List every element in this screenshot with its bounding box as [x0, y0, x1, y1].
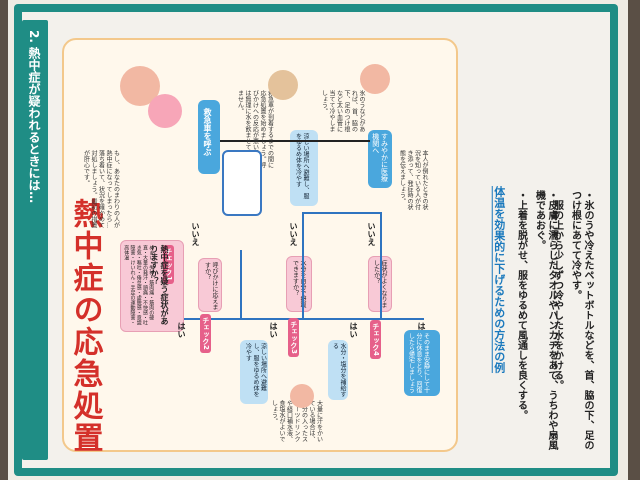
yes-label-2: はい — [269, 322, 278, 338]
no-label-2: いいえ — [289, 222, 298, 246]
method-item-3: 服の上から少しずつ冷やした水をかける。 — [551, 200, 563, 390]
call-ambulance-box: 救急車を呼ぶ — [198, 100, 220, 174]
method-item-1: ・上着を脱がせ、服をゆるめて風通しを良くする。 — [515, 190, 527, 420]
method-item-4: ・氷のうや冷えたペットボトルなどを、首、脇の下、足のつけ根にあてて冷やす。 — [569, 190, 594, 450]
method-item-2: ・皮膚に濡らしたタオルやハンカチをあて、うちわや扇風機であおぐ。 — [533, 190, 558, 450]
section-title: 2. 熱中症が疑われるときには… — [27, 30, 41, 204]
main-title: 熱中症の応急処置 — [67, 198, 103, 454]
connector-check4 — [380, 212, 382, 318]
person-illustration-3 — [360, 64, 390, 94]
check1-box: チェック1 熱中症を疑う症状がありますか？ めまい・失神・筋肉痛・筋肉の硬直・大… — [120, 240, 184, 332]
check3-box: 水分を自分で摂取できますか？ — [286, 256, 312, 312]
person-illustration-2 — [148, 94, 182, 128]
hydrate-label: 水分・塩分を補給する — [331, 343, 347, 397]
yes-label-1: はい — [177, 322, 186, 338]
call-ambulance-label: 救急車を呼ぶ — [203, 108, 212, 156]
note-drink: 大量に汗をかいている場合は、塩分の入ったスポーツドリンクや経口補水液、食塩水がよ… — [270, 400, 323, 442]
check2-question: 呼びかけに応えますか？ — [203, 262, 219, 310]
cool-down-box-2: 涼しい場所へ避難し、服をゆるめ体を冷やす — [290, 130, 318, 206]
cool-down-label-1: 涼しい場所へ避難し、服をゆるめ体を冷やす — [244, 343, 267, 397]
note-hospital: 本人が倒れたときの状況を知っている人が付き添って、発症時の状態を伝えましょう。 — [398, 150, 429, 210]
check2-badge: チェック2 — [200, 314, 211, 353]
note-top: もし、あなたのまわりの人が熱中症になってしまったら…落ち着いて、状況を確かめて対… — [82, 150, 120, 228]
rest-label: そのまま安静にして十分に休息をとり、回復したら帰宅しましょう — [407, 333, 430, 393]
hydrate-box: 水分・塩分を補給する — [328, 340, 348, 400]
check4-question: 症状がよくなりましたか？ — [372, 260, 388, 308]
check1-question: 熱中症を疑う症状がありますか？ — [150, 245, 169, 325]
check4-badge: チェック4 — [370, 320, 381, 359]
note-ambulance: 救急車が到着するまでの間に応急処置を始めましょう。呼びかけへの反応が悪い場合には… — [236, 90, 274, 168]
hospital-label: すみやかに医療機関へ — [371, 133, 389, 182]
person-drinking-illustration — [290, 384, 314, 408]
rest-box: そのまま安静にして十分に休息をとり、回復したら帰宅しましょう — [404, 330, 440, 396]
hospital-box: すみやかに医療機関へ — [368, 130, 392, 188]
check1-symptoms: めまい・失神・筋肉痛・筋肉の硬直・大量の発汗・頭痛・不快感・吐き気・嘔吐・倦怠感… — [123, 245, 155, 325]
no-label-1: いいえ — [191, 222, 200, 246]
yes-label-3: はい — [349, 322, 358, 338]
connector-check3 — [302, 212, 304, 318]
ambulance-illustration — [222, 150, 262, 216]
top-arrow-line — [220, 140, 370, 142]
connector-check2 — [240, 250, 242, 318]
section-header-bar — [22, 20, 48, 460]
no-label-3: いいえ — [367, 222, 376, 246]
cool-down-box-1: 涼しい場所へ避難し、服をゆるめ体を冷やす — [240, 340, 268, 404]
check3-badge: チェック3 — [288, 318, 299, 357]
check1-badge: チェック1 — [163, 245, 174, 284]
method-title: 体温を効果的に下げるための方法の例 — [492, 186, 506, 373]
connector-top-branch — [302, 212, 382, 214]
person-lying-illustration — [268, 70, 298, 100]
cool-down-label-2: 涼しい場所へ避難し、服をゆるめ体を冷やす — [294, 133, 310, 199]
note-cool: 氷のうなどがあれば、首、脇の下、足のつけ根など太い血管に当てて冷やしましょう。 — [320, 90, 366, 132]
flow-line-main — [184, 318, 424, 320]
check2-box: 呼びかけに応えますか？ — [198, 258, 222, 312]
